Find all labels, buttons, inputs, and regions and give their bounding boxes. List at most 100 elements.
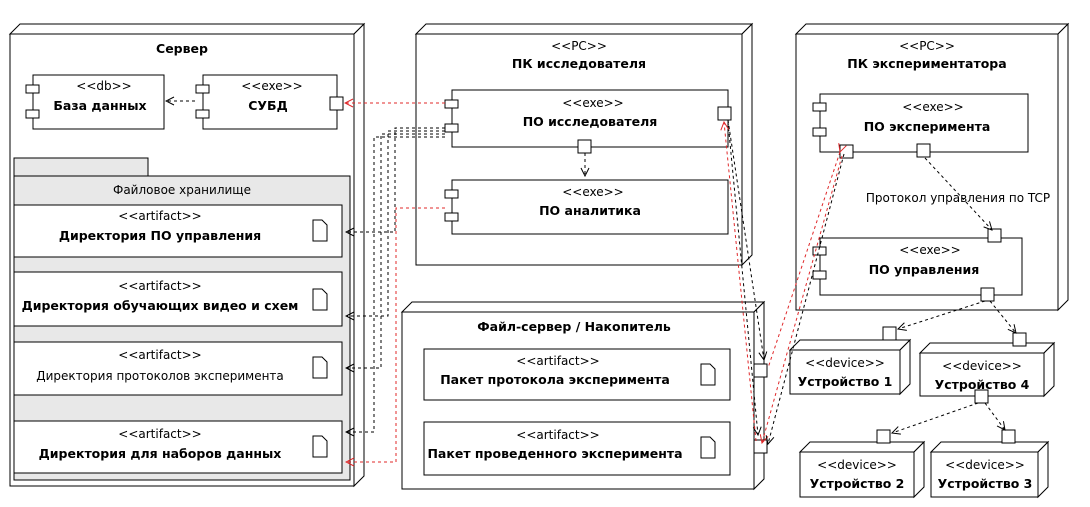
artifact-training-dir[interactable]: <<artifact>> Директория обучающих видео … (13, 271, 343, 327)
control-sw-component[interactable]: <<exe>> ПО управления (812, 228, 1023, 302)
device-name: Устройство 2 (810, 476, 905, 491)
control-sw-name: ПО управления (869, 262, 980, 277)
dbms-stereotype: <<exe>> (241, 79, 303, 93)
server-title: Сервер (156, 41, 208, 56)
experimenter-pc-title: ПК экспериментатора (847, 56, 1006, 71)
device-node-4[interactable]: <<device>> Устройство 4 (918, 332, 1056, 404)
researcher-sw-stereotype: <<exe>> (562, 96, 624, 110)
document-icon (312, 435, 328, 458)
dependency-analyst-datasets (346, 207, 445, 462)
artifact-control-sw-dir[interactable]: <<artifact>> Директория ПО управления (13, 204, 343, 258)
control-sw-port (987, 228, 1002, 243)
file-server-title: Файл-сервер / Накопитель (477, 319, 671, 334)
artifact-stereotype: <<artifact>> (118, 209, 201, 223)
device-name: Устройство 3 (938, 476, 1033, 491)
device-node-1[interactable]: <<device>> Устройство 1 (788, 326, 912, 396)
dependency-control-device4 (989, 300, 1016, 333)
artifact-stereotype: <<artifact>> (516, 354, 599, 368)
control-sw-port (980, 287, 995, 302)
dependency-experiment-fileserver-2 (768, 153, 845, 444)
component-icon (812, 270, 827, 280)
dependency-researcher-fileserver-2 (727, 121, 758, 435)
artifact-name: Директория ПО управления (59, 228, 261, 243)
artifact-stereotype: <<artifact>> (118, 427, 201, 441)
dependency-to-protocols-dir (346, 133, 445, 368)
researcher-sw-port (577, 139, 592, 154)
dependency-device4-device2 (892, 402, 979, 433)
component-icon (812, 127, 827, 137)
document-icon (312, 219, 328, 242)
analyst-sw-stereotype: <<exe>> (562, 185, 624, 199)
artifact-stereotype: <<artifact>> (516, 428, 599, 442)
analyst-sw-name: ПО аналитика (539, 203, 641, 218)
dependency-fileserver-experiment (767, 152, 840, 369)
component-icon (195, 109, 210, 119)
component-icon (444, 99, 459, 109)
component-icon (444, 189, 459, 199)
dbms-name: СУБД (248, 98, 287, 113)
connectors (166, 101, 1016, 462)
device-port (1001, 429, 1016, 444)
dbms-component[interactable]: <<exe>> СУБД (195, 74, 344, 130)
database-component[interactable]: <<db>> База данных (25, 74, 165, 130)
device-name: Устройство 4 (935, 377, 1030, 392)
component-icon (25, 109, 40, 119)
document-icon (700, 363, 716, 386)
experiment-sw-stereotype: <<exe>> (902, 100, 964, 114)
tcp-protocol-label: Протокол управления по TCP (866, 191, 1050, 205)
component-icon (444, 123, 459, 133)
researcher-sw-name: ПО исследователя (523, 114, 658, 129)
document-icon (312, 288, 328, 311)
device-node-2[interactable]: <<device>> Устройство 2 (798, 429, 926, 499)
device-stereotype: <<device>> (805, 356, 885, 370)
experiment-sw-port (916, 143, 931, 158)
artifact-name: Пакет проведенного эксперимента (427, 446, 682, 461)
component-icon (195, 84, 210, 94)
dependency-device4-device3 (984, 402, 1005, 430)
researcher-sw-port (717, 106, 732, 121)
device-stereotype: <<device>> (945, 458, 1025, 472)
dependency-experiment-control (924, 157, 992, 230)
device-stereotype: <<device>> (817, 458, 897, 472)
artifact-protocol-package[interactable]: <<artifact>> Пакет протокола эксперимент… (423, 348, 731, 401)
dependency-to-control-dir (346, 127, 445, 232)
researcher-pc-stereotype: <<PC>> (551, 39, 607, 53)
device-port (882, 326, 897, 341)
db-stereotype: <<db>> (76, 79, 131, 93)
dbms-port (329, 96, 344, 111)
component-icon (444, 212, 459, 222)
file-server-port (753, 439, 768, 454)
researcher-sw-component[interactable]: <<exe>> ПО исследователя (444, 89, 732, 154)
file-server-port (753, 363, 768, 378)
device-port (974, 389, 989, 404)
artifact-name: Директория протоколов эксперимента (36, 369, 284, 383)
experiment-sw-component[interactable]: <<exe>> ПО эксперимента (812, 93, 1029, 159)
artifact-experiment-package[interactable]: <<artifact>> Пакет проведенного эксперим… (423, 421, 731, 476)
device-node-3[interactable]: <<device>> Устройство 3 (929, 429, 1050, 499)
component-icon (812, 102, 827, 112)
artifact-name: Директория обучающих видео и схем (22, 298, 299, 313)
device-port (876, 429, 891, 444)
document-icon (700, 436, 716, 459)
artifact-stereotype: <<artifact>> (118, 279, 201, 293)
experiment-sw-name: ПО эксперимента (864, 119, 991, 134)
dependency-researcher-fileserver (727, 119, 764, 360)
experimenter-pc-stereotype: <<PC>> (899, 39, 955, 53)
control-sw-stereotype: <<exe>> (899, 243, 961, 257)
researcher-pc-title: ПК исследователя (512, 56, 646, 71)
artifact-datasets-dir[interactable]: <<artifact>> Директория для наборов данн… (13, 420, 343, 474)
device-name: Устройство 1 (798, 374, 893, 389)
dependency-experiment-fileserver (762, 155, 843, 443)
artifact-protocols-dir[interactable]: <<artifact>> Директория протоколов экспе… (13, 341, 343, 396)
dependency-to-datasets-dir (346, 136, 445, 432)
document-icon (312, 356, 328, 379)
file-storage-title: Файловое хранилище (113, 183, 251, 197)
device-port (1012, 332, 1027, 347)
artifact-name: Пакет протокола эксперимента (440, 372, 670, 387)
db-name: База данных (53, 98, 146, 113)
device-stereotype: <<device>> (942, 359, 1022, 373)
analyst-sw-component[interactable]: <<exe>> ПО аналитика (444, 179, 729, 235)
artifact-stereotype: <<artifact>> (118, 348, 201, 362)
artifact-name: Директория для наборов данных (39, 446, 282, 461)
